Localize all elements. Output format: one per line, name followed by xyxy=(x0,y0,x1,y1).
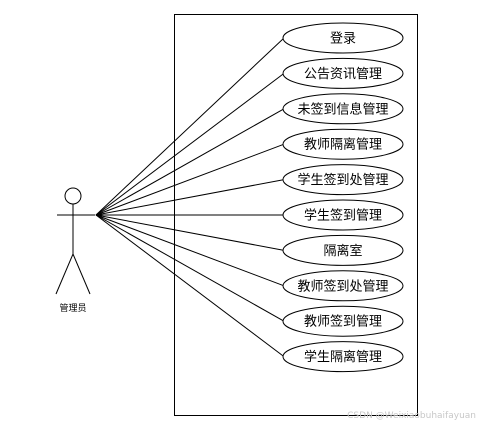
use-case: 学生签到管理 xyxy=(282,199,404,231)
use-case-ellipse xyxy=(282,341,404,373)
use-case: 未签到信息管理 xyxy=(282,93,404,125)
association-line xyxy=(95,179,285,216)
use-case-ellipse xyxy=(282,199,404,231)
use-case-ellipse xyxy=(282,22,404,54)
use-case: 教师签到处管理 xyxy=(282,270,404,302)
use-case: 学生隔离管理 xyxy=(282,341,404,373)
use-case-label: 教师签到管理 xyxy=(304,314,382,330)
use-case: 学生签到处管理 xyxy=(282,164,404,196)
association-line xyxy=(95,73,285,216)
use-case-label: 未签到信息管理 xyxy=(297,101,388,117)
use-case-label: 教师隔离管理 xyxy=(304,137,382,153)
association-line xyxy=(95,108,285,216)
association-line xyxy=(95,37,285,216)
use-case-ellipse xyxy=(282,234,404,266)
use-case-ellipse xyxy=(282,164,404,196)
actor-admin xyxy=(55,187,95,295)
use-case-ellipse xyxy=(282,93,404,125)
use-case: 教师隔离管理 xyxy=(282,128,404,160)
use-case-label: 登录 xyxy=(330,32,356,47)
use-case: 隔离室 xyxy=(282,234,404,266)
use-case: 登录 xyxy=(282,22,404,54)
use-case-ellipse xyxy=(282,128,404,160)
actor-left-leg xyxy=(55,253,74,295)
use-case-label: 学生签到处管理 xyxy=(297,172,388,188)
use-case: 公告资讯管理 xyxy=(282,57,404,89)
use-case: 教师签到管理 xyxy=(282,305,404,337)
actor-right-leg xyxy=(72,253,91,295)
use-case-ellipse xyxy=(282,305,404,337)
association-lines xyxy=(95,37,285,357)
use-case-label: 教师签到处管理 xyxy=(297,278,388,294)
use-case-label: 学生隔离管理 xyxy=(304,349,382,365)
use-case-label: 公告资讯管理 xyxy=(304,67,382,82)
association-line xyxy=(95,143,285,216)
use-case-ellipse xyxy=(282,270,404,302)
watermark-text: CSDN @Weixiaobuhaifayuan xyxy=(347,411,476,421)
actor-label: 管理员 xyxy=(59,302,86,314)
use-case-label: 隔离室 xyxy=(323,243,362,259)
association-line xyxy=(95,214,285,287)
association-line xyxy=(95,214,285,357)
actor-head xyxy=(64,187,82,205)
use-case-ellipse xyxy=(282,57,404,89)
association-line xyxy=(95,214,285,251)
use-case-group: 登录公告资讯管理未签到信息管理教师隔离管理学生签到处管理学生签到管理隔离室教师签… xyxy=(282,22,404,373)
association-line xyxy=(95,214,285,322)
use-case-label: 学生签到管理 xyxy=(304,208,382,224)
